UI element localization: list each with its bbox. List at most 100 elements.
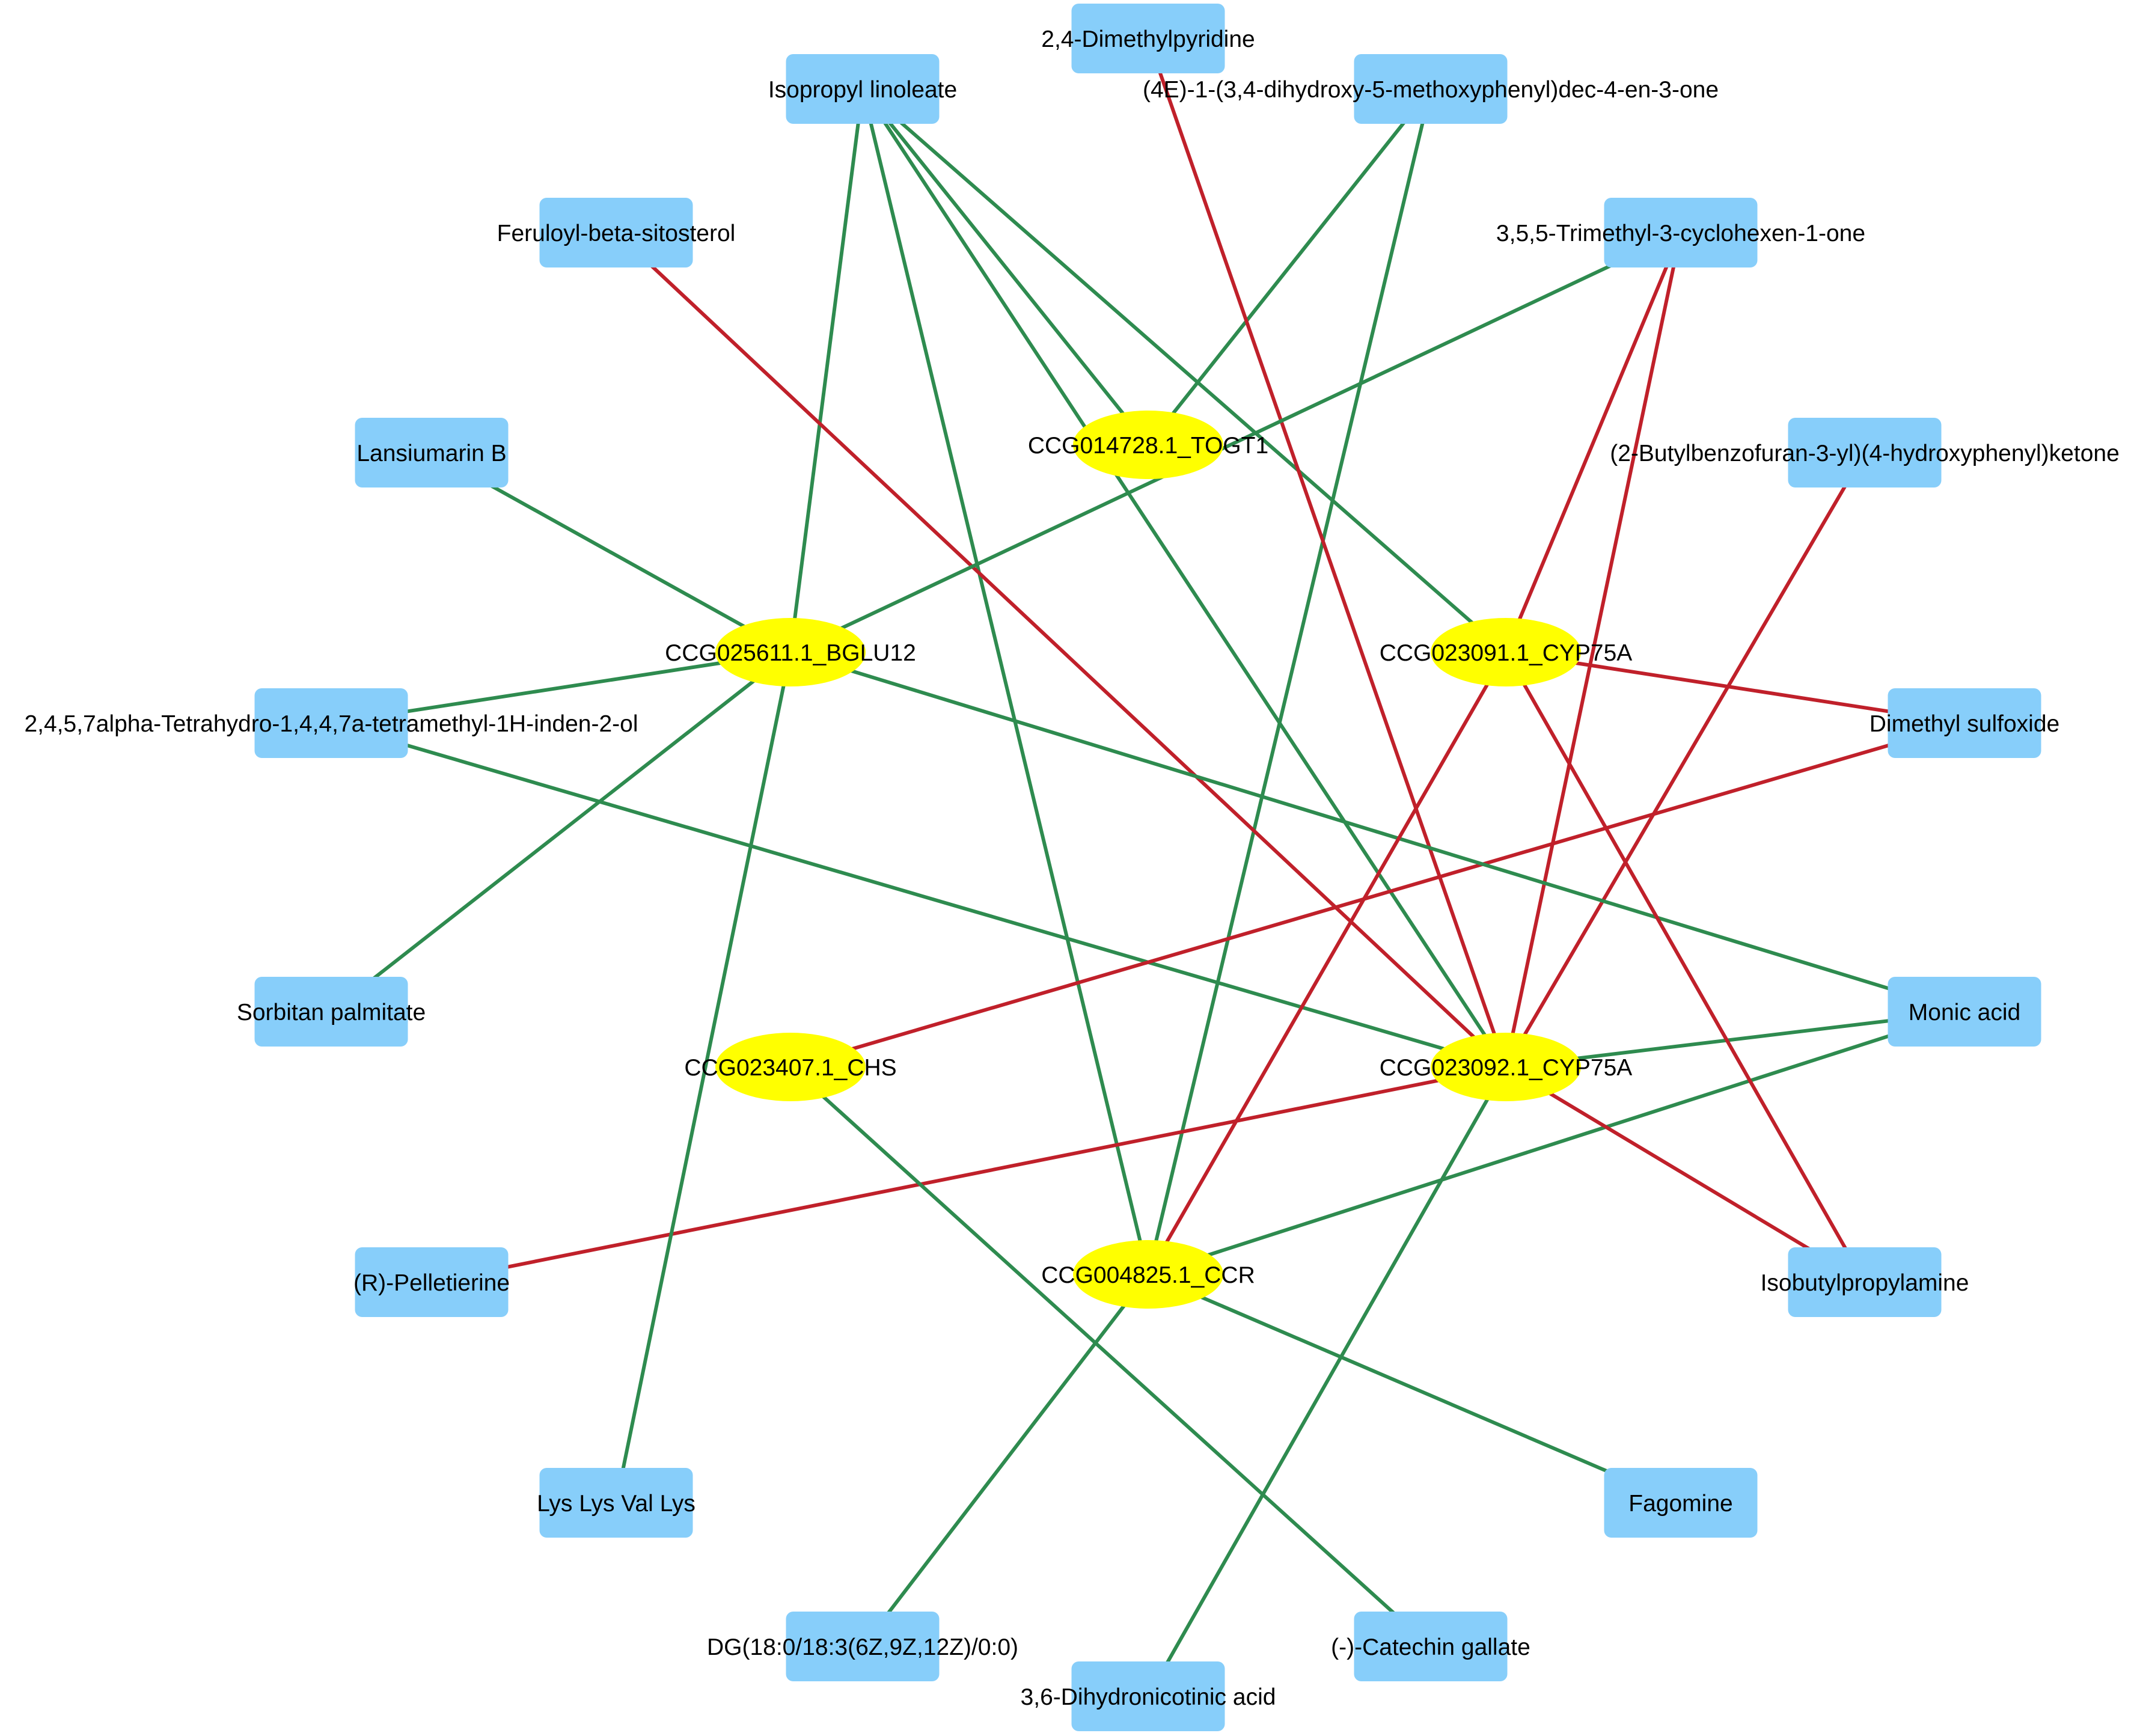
metabolite-box bbox=[1354, 54, 1508, 124]
metabolite-box bbox=[1354, 1612, 1508, 1681]
gene-label: CCG025611.1_BGLU12 bbox=[665, 640, 916, 666]
gene-ellipse bbox=[715, 618, 866, 686]
metabolite-box bbox=[1788, 1247, 1942, 1317]
metabolite-node-dimethylpyridine[interactable] bbox=[1071, 4, 1225, 73]
edge-CYP75A_1-CCR bbox=[1146, 651, 1508, 1276]
metabolite-node-lansiumarin[interactable] bbox=[355, 418, 509, 487]
metabolite-node-lyslys[interactable] bbox=[539, 1468, 693, 1538]
metabolite-box bbox=[786, 54, 940, 124]
metabolite-label: Lansiumarin B bbox=[356, 441, 506, 466]
metabolite-box bbox=[1888, 688, 2041, 758]
metabolite-box bbox=[539, 1468, 693, 1538]
edge-lyslys-BGLU12 bbox=[614, 652, 792, 1503]
edge-isopropyl-TOGT1 bbox=[861, 88, 1150, 446]
edge-decenone-CCR bbox=[1146, 88, 1432, 1275]
gene-node-CYP75A_1[interactable] bbox=[1431, 618, 1581, 686]
edge-trimethyl-CYP75A_2 bbox=[1504, 232, 1683, 1068]
edge-fagomine-CCR bbox=[1147, 1273, 1682, 1505]
gene-label: CCG023407.1_CHS bbox=[684, 1055, 896, 1081]
edge-sorbitan-BGLU12 bbox=[330, 650, 792, 1013]
edge-isobutyl-CYP75A_1 bbox=[1504, 651, 1866, 1283]
gene-label: CCG004825.1_CCR bbox=[1041, 1262, 1255, 1288]
metabolite-node-dmso[interactable] bbox=[1888, 688, 2041, 758]
metabolite-label: DG(18:0/18:3(6Z,9Z,12Z)/0:0) bbox=[707, 1634, 1018, 1660]
metabolite-box bbox=[539, 198, 693, 267]
gene-node-TOGT1[interactable] bbox=[1073, 411, 1223, 479]
gene-node-CYP75A_2[interactable] bbox=[1431, 1033, 1581, 1101]
metabolite-label: Lys Lys Val Lys bbox=[537, 1491, 696, 1517]
metabolite-box bbox=[1071, 4, 1225, 73]
metabolite-box bbox=[1888, 977, 2041, 1047]
edge-monic-CCR bbox=[1148, 1010, 1965, 1276]
metabolite-label: (2-Butylbenzofuran-3-yl)(4-hydroxyphenyl… bbox=[1610, 441, 2120, 466]
metabolite-box bbox=[355, 418, 509, 487]
metabolite-box bbox=[786, 1612, 940, 1681]
metabolite-box bbox=[1604, 198, 1758, 267]
metabolite-node-tetrahydro[interactable] bbox=[254, 688, 408, 758]
edge-decenone-TOGT1 bbox=[1146, 88, 1432, 446]
gene-label: CCG023092.1_CYP75A bbox=[1380, 1055, 1633, 1081]
edge-isopropyl-CCR bbox=[861, 88, 1150, 1275]
metabolite-label: Feruloyl-beta-sitosterol bbox=[497, 221, 736, 246]
metabolite-node-pelletierine[interactable] bbox=[355, 1247, 509, 1317]
metabolite-label: (R)-Pelletierine bbox=[353, 1270, 510, 1296]
gene-ellipse bbox=[1431, 1033, 1581, 1101]
metabolite-label: Isopropyl linoleate bbox=[768, 77, 957, 103]
edge-tetrahydro-CYP75A_2 bbox=[331, 721, 1506, 1069]
gene-label: CCG023091.1_CYP75A bbox=[1380, 640, 1633, 666]
metabolite-box bbox=[1788, 418, 1942, 487]
metabolite-node-sorbitan[interactable] bbox=[254, 977, 408, 1047]
edge-monic-BGLU12 bbox=[790, 650, 1965, 1013]
metabolite-box bbox=[254, 688, 408, 758]
metabolite-node-fagomine[interactable] bbox=[1604, 1468, 1758, 1538]
metabolite-node-catechin[interactable] bbox=[1354, 1612, 1508, 1681]
edge-pelletierine-CYP75A_2 bbox=[431, 1065, 1506, 1284]
metabolite-label: Monic acid bbox=[1909, 1000, 2020, 1025]
gene-node-CHS[interactable] bbox=[715, 1033, 866, 1101]
edge-layer bbox=[330, 38, 1965, 1698]
metabolite-label: Sorbitan palmitate bbox=[237, 1000, 426, 1025]
edge-feruloyl-CYP75A_2 bbox=[614, 231, 1508, 1069]
metabolite-node-dihydronicotinic[interactable] bbox=[1071, 1661, 1225, 1731]
edge-isopropyl-BGLU12 bbox=[789, 88, 864, 653]
metabolite-label: Isobutylpropylamine bbox=[1761, 1270, 1969, 1296]
gene-ellipse bbox=[1073, 411, 1223, 479]
gene-node-BGLU12[interactable] bbox=[715, 618, 866, 686]
gene-ellipse bbox=[1431, 618, 1581, 686]
metabolite-node-isobutyl[interactable] bbox=[1788, 1247, 1942, 1317]
edge-dihydronicotinic-CYP75A_2 bbox=[1146, 1066, 1508, 1698]
metabolite-label: 2,4-Dimethylpyridine bbox=[1041, 26, 1255, 52]
metabolite-label: 3,5,5-Trimethyl-3-cyclohexen-1-one bbox=[1496, 221, 1865, 246]
metabolite-box bbox=[355, 1247, 509, 1317]
edge-trimethyl-BGLU12 bbox=[789, 231, 1682, 654]
edge-isopropyl-CYP75A_2 bbox=[861, 88, 1508, 1068]
edge-dmso-CHS bbox=[790, 721, 1965, 1069]
gene-ellipse bbox=[1073, 1240, 1223, 1309]
edge-isopropyl-CYP75A_1 bbox=[861, 87, 1507, 654]
edge-dg-CCR bbox=[861, 1273, 1150, 1648]
metabolite-label: 3,6-Dihydronicotinic acid bbox=[1021, 1684, 1276, 1710]
edge-isobutyl-CYP75A_2 bbox=[1505, 1065, 1866, 1284]
edge-dimethylpyridine-CYP75A_2 bbox=[1146, 38, 1508, 1068]
gene-label: CCG014728.1_TOGT1 bbox=[1028, 433, 1268, 459]
gene-node-CCR[interactable] bbox=[1073, 1240, 1223, 1309]
metabolite-node-monic[interactable] bbox=[1888, 977, 2041, 1047]
metabolite-label: (-)-Catechin gallate bbox=[1331, 1634, 1530, 1660]
gene-ellipse bbox=[715, 1033, 866, 1101]
metabolite-label: Dimethyl sulfoxide bbox=[1870, 711, 2059, 737]
edge-butylbenzofuran-CYP75A_2 bbox=[1504, 451, 1866, 1068]
metabolite-box bbox=[1071, 1661, 1225, 1731]
metabolite-node-butylbenzofuran[interactable] bbox=[1788, 418, 1942, 487]
metabolite-node-decenone[interactable] bbox=[1354, 54, 1508, 124]
metabolite-node-dg[interactable] bbox=[786, 1612, 940, 1681]
metabolite-label: Fagomine bbox=[1628, 1491, 1732, 1517]
metabolite-box bbox=[1604, 1468, 1758, 1538]
metabolite-node-trimethyl[interactable] bbox=[1604, 198, 1758, 267]
metabolite-label: (4E)-1-(3,4-dihydroxy-5-methoxyphenyl)de… bbox=[1143, 77, 1719, 103]
metabolite-node-feruloyl[interactable] bbox=[539, 198, 693, 267]
metabolite-label: 2,4,5,7alpha-Tetrahydro-1,4,4,7a-tetrame… bbox=[24, 711, 638, 737]
edge-trimethyl-CYP75A_1 bbox=[1504, 231, 1683, 653]
metabolite-node-isopropyl[interactable] bbox=[786, 54, 940, 124]
